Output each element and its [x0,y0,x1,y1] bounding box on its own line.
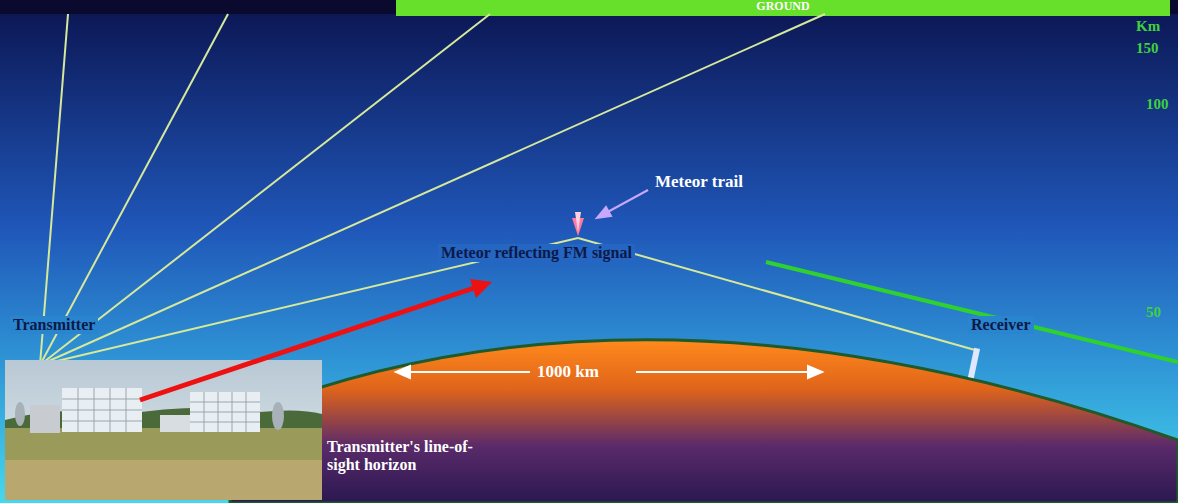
distance-arrows [396,366,822,378]
station-label: Receiver [968,316,1034,334]
radar-photo [5,360,322,500]
station-label: Transmitter [10,316,98,334]
axis-unit: Km [1136,18,1160,35]
radio-rays [40,14,975,365]
earth [230,340,1178,503]
pointer-arrow [597,190,648,218]
meteor [572,212,584,236]
altitude-tick: 150 [1136,40,1159,57]
pointer-line [766,262,1178,362]
callout-label: Meteor reflecting FM signal [438,244,635,262]
banner-title: GROUND [756,0,809,14]
receiver-antenna [968,348,980,379]
horizon-label: Transmitter's line-of-sight horizon [327,438,505,475]
pointer-arrow [140,279,492,400]
banner [396,0,1170,16]
altitude-tick: 50 [1146,304,1161,321]
altitude-tick: 100 [1146,96,1169,113]
callout-label: Meteor trail [655,172,743,192]
distance-label: 1000 km [537,362,599,382]
